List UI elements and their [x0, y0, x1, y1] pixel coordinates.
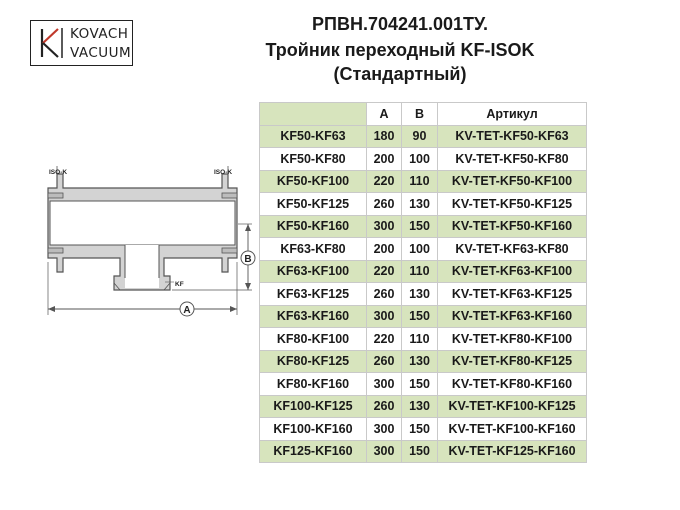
cell-size: KF50-KF125 [259, 192, 367, 216]
logo-k-mark-icon [36, 26, 66, 60]
cell-a: 300 [366, 214, 402, 238]
cell-b: 100 [401, 237, 438, 261]
cell-b: 150 [401, 214, 438, 238]
cell-a: 300 [366, 304, 402, 328]
bottom-flange-label: KF [175, 281, 184, 288]
cell-article: KV-TET-KF63-KF80 [437, 237, 587, 261]
cell-article: KV-TET-KF50-KF63 [437, 124, 587, 148]
cell-article: KV-TET-KF63-KF100 [437, 259, 587, 283]
cell-a: 220 [366, 169, 402, 193]
tee-technical-drawing: ISO-K ISO-K KF B A [47, 166, 256, 317]
cell-a: 260 [366, 192, 402, 216]
cell-a: 300 [366, 417, 402, 441]
cell-size: KF80-KF160 [259, 372, 367, 396]
cell-size: KF50-KF63 [259, 124, 367, 148]
cell-b: 90 [401, 124, 438, 148]
dimension-a-label: A [183, 305, 190, 316]
cell-a: 220 [366, 259, 402, 283]
tee-branch-bore [125, 245, 159, 288]
cell-size: KF80-KF100 [259, 327, 367, 351]
cell-a: 300 [366, 439, 402, 463]
cell-size: KF50-KF160 [259, 214, 367, 238]
table-header-row: A B Артикул [259, 102, 587, 126]
cell-article: KV-TET-KF50-KF100 [437, 169, 587, 193]
page-subtitle: (Стандартный) [333, 64, 467, 84]
cell-a: 260 [366, 394, 402, 418]
cell-size: KF100-KF160 [259, 417, 367, 441]
header-a: A [366, 102, 402, 126]
cell-article: KV-TET-KF63-KF125 [437, 282, 587, 306]
cell-b: 130 [401, 394, 438, 418]
cell-article: KV-TET-KF100-KF125 [437, 394, 587, 418]
cell-size: KF63-KF160 [259, 304, 367, 328]
cell-b: 130 [401, 282, 438, 306]
cell-size: KF125-KF160 [259, 439, 367, 463]
header-b: B [401, 102, 438, 126]
cell-a: 180 [366, 124, 402, 148]
cell-a: 200 [366, 147, 402, 171]
cell-b: 110 [401, 169, 438, 193]
cell-article: KV-TET-KF80-KF160 [437, 372, 587, 396]
company-logo: KOVACH VACUUM [30, 20, 133, 66]
cell-article: KV-TET-KF50-KF160 [437, 214, 587, 238]
logo-text-vacuum: VACUUM [70, 45, 132, 61]
cell-article: KV-TET-KF125-KF160 [437, 439, 587, 463]
cell-size: KF63-KF100 [259, 259, 367, 283]
cell-b: 130 [401, 192, 438, 216]
cell-a: 200 [366, 237, 402, 261]
cell-size: KF63-KF125 [259, 282, 367, 306]
dimension-b-label: B [244, 254, 251, 265]
cell-article: KV-TET-KF100-KF160 [437, 417, 587, 441]
dimension-b-marker [240, 250, 256, 266]
dimension-a-marker [179, 301, 195, 317]
cell-size: KF50-KF80 [259, 147, 367, 171]
tee-inner-bore [49, 200, 236, 246]
cell-a: 260 [366, 282, 402, 306]
cell-b: 110 [401, 259, 438, 283]
cell-a: 260 [366, 349, 402, 373]
cell-b: 150 [401, 417, 438, 441]
cell-article: KV-TET-KF80-KF100 [437, 327, 587, 351]
cell-size: KF80-KF125 [259, 349, 367, 373]
document-code: РПВН.704241.001ТУ. [312, 14, 488, 34]
header-size [259, 102, 367, 126]
cell-b: 150 [401, 439, 438, 463]
header-article: Артикул [437, 102, 587, 126]
cell-b: 110 [401, 327, 438, 351]
cell-b: 150 [401, 372, 438, 396]
cell-b: 130 [401, 349, 438, 373]
cell-a: 220 [366, 327, 402, 351]
cell-size: KF50-KF100 [259, 169, 367, 193]
cell-a: 300 [366, 372, 402, 396]
cell-size: KF100-KF125 [259, 394, 367, 418]
cell-b: 150 [401, 304, 438, 328]
cell-size: KF63-KF80 [259, 237, 367, 261]
page-title: Тройник переходный KF-ISOK [265, 40, 535, 60]
cell-article: KV-TET-KF50-KF80 [437, 147, 587, 171]
cell-article: KV-TET-KF63-KF160 [437, 304, 587, 328]
cell-article: KV-TET-KF80-KF125 [437, 349, 587, 373]
left-flange-label: ISO-K [49, 169, 67, 176]
cell-article: KV-TET-KF50-KF125 [437, 192, 587, 216]
logo-text-kovach: KOVACH [70, 26, 129, 42]
cell-b: 100 [401, 147, 438, 171]
right-flange-label: ISO-K [214, 169, 232, 176]
